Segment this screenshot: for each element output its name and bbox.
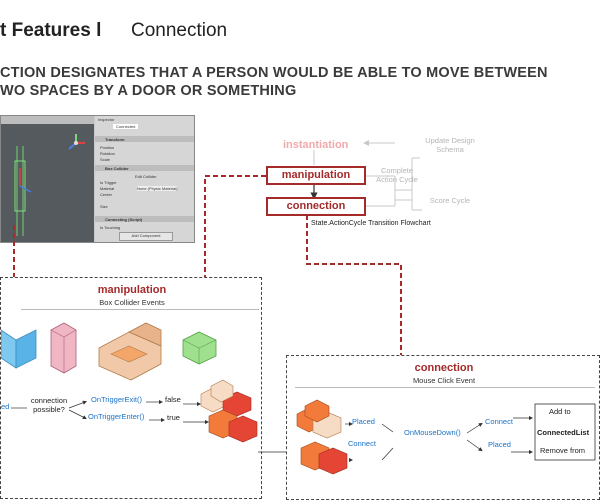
unity-scene-view [1,116,94,242]
connection-illustrations [296,399,596,475]
flow-score-cycle: Score Cycle [429,196,471,205]
center-label: Center [100,192,113,197]
is-trigger-label: Is Trigger [100,180,117,185]
placed-output-label: Placed [488,440,511,449]
position-label: Position [100,145,115,150]
flow-manipulation-box[interactable]: manipulation [266,166,366,185]
orange-block-icon [98,322,162,381]
scene-graphics [1,116,94,236]
flow-connection-box[interactable]: connection [266,197,366,216]
rotation-label: Rotation [100,151,115,156]
flow-complete-cycle: Complete Action Cycle [376,166,418,184]
is-touching-label: Is Touching [100,225,121,230]
add-to-label: Add to [549,407,571,416]
transform-header[interactable]: Transform [105,137,125,142]
manipulation-panel: manipulation Box Collider Events [0,277,262,499]
page-title: t Features l [0,20,102,41]
on-trigger-exit-event: OnTriggerExit() [91,395,142,404]
left-event-label: ed [1,402,10,411]
connected-list-label: ConnectedList [537,428,590,437]
flowchart-caption: State.ActionCycle Transition Flowchart [311,220,431,227]
connect-bottom-blocks [300,441,348,475]
placed-top-label: Placed [352,417,375,426]
connect-bottom-label: Connect [348,439,376,448]
inspector-tab[interactable]: Inspector [98,117,115,122]
connection-panel-title: connection [414,362,474,374]
blue-block-icon [1,329,37,369]
size-label: Size [100,204,108,209]
connection-possible-question: connection possible? [30,396,68,414]
exit-result-blocks [200,379,252,417]
page-title-section: Connection [131,20,228,41]
subheading-line-2: WO SPACES BY A DOOR OR SOMETHING [0,83,297,99]
unity-editor-screenshot: Inspector Connected Transform Position R… [0,115,195,243]
subheading-line-1: CTION DESIGNATES THAT A PERSON WOULD BE … [0,65,548,81]
flow-update-design: Update Design Schema [425,136,475,154]
object-name-field[interactable]: Connected [113,124,139,129]
scale-label: Scale [100,157,111,162]
edit-collider-button[interactable]: Edit Collider [135,174,157,179]
axis-gizmo [68,134,85,150]
pink-block-icon [50,322,77,374]
faded-cycle-lines [313,140,422,211]
flow-instantiation: instantiation [283,139,349,151]
manipulation-panel-title: manipulation [97,284,167,296]
unity-inspector-panel: Inspector Connected Transform Position R… [95,116,194,242]
green-block-icon [182,331,217,365]
remove-from-label: Remove from [540,446,586,455]
add-component-button[interactable]: Add Component [119,232,173,241]
on-trigger-enter-event: OnTriggerEnter() [88,412,145,421]
script-header[interactable]: Connecting (Script) [105,217,143,222]
material-field[interactable]: None (Physic Material) [137,186,178,191]
placed-top-blocks [296,399,342,439]
connect-output-label: Connect [485,417,513,426]
on-mouse-down-event: OnMouseDown() [404,428,461,437]
box-collider-header[interactable]: Box Collider [105,166,129,171]
true-label: true [167,413,180,422]
connection-panel-subtitle: Mouse Click Event [412,376,476,385]
material-label: Material [100,186,115,191]
manipulation-panel-subtitle: Box Collider Events [99,298,165,307]
connection-panel: connection Mouse Click Event Placed Conn… [286,355,600,500]
enter-result-blocks [208,409,258,443]
manipulation-illustrations [1,322,258,443]
false-label: false [165,395,181,404]
